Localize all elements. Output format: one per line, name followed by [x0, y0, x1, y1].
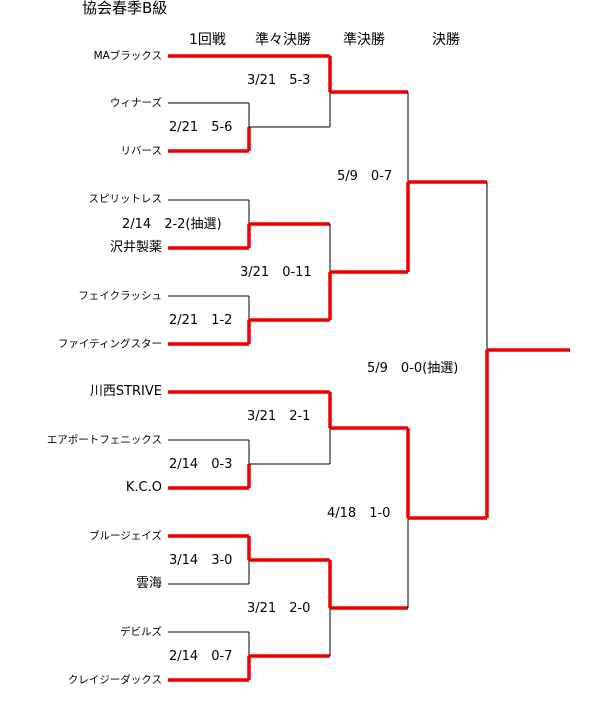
- match-result: 4/18 1-0: [327, 506, 391, 521]
- team-name: ウィナーズ: [110, 97, 162, 109]
- team-name: ブルージェイズ: [89, 530, 162, 542]
- round-header-qf: 準々決勝: [255, 32, 311, 48]
- round-header-sf: 準決勝: [343, 32, 385, 48]
- match-result: 3/21 2-0: [247, 601, 311, 616]
- team-name: 川西STRIVE: [89, 384, 162, 399]
- match-result: 3/21 5-3: [247, 73, 311, 88]
- match-result: 3/21 2-1: [247, 409, 311, 424]
- round-header-1: 1回戦: [189, 32, 226, 48]
- match-result: 2/21 1-2: [169, 313, 233, 328]
- team-name: MAブラックス: [93, 50, 162, 62]
- team-name: K.C.O: [125, 480, 162, 495]
- team-name: 雲海: [135, 576, 162, 591]
- team-name: ファイティングスター: [57, 338, 162, 350]
- team-name: スピリットレス: [88, 193, 163, 205]
- bracket-title: 協会春季B級: [82, 0, 168, 17]
- team-name: エアポートフェニックス: [46, 434, 162, 446]
- match-result: 3/14 3-0: [169, 553, 233, 568]
- match-result: 5/9 0-7: [337, 169, 393, 184]
- match-result: 2/14 2-2(抽選): [122, 217, 222, 232]
- match-result: 3/21 0-11: [240, 265, 312, 280]
- team-name: 沢井製薬: [109, 240, 162, 255]
- team-name: クレイジーダックス: [67, 674, 162, 686]
- team-name: デビルズ: [120, 626, 162, 638]
- match-result: 2/14 0-3: [169, 457, 233, 472]
- round-header-final: 決勝: [432, 32, 460, 48]
- match-result: 2/14 0-7: [169, 649, 233, 664]
- match-result: 2/21 5-6: [169, 120, 233, 135]
- final-result: 5/9 0-0(抽選): [367, 361, 459, 376]
- team-name: リバース: [120, 145, 162, 157]
- team-name: フェイクラッシュ: [78, 290, 162, 302]
